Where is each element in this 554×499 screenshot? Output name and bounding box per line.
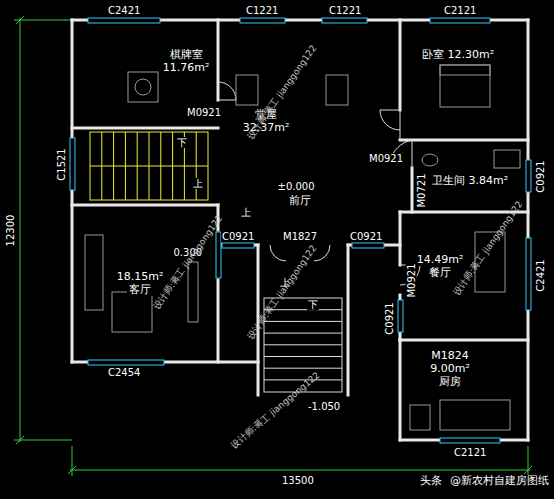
room-label: 11.76m² [161, 61, 212, 74]
window-code: C0921 [349, 231, 383, 242]
room-label: 18.15m² [115, 270, 166, 283]
room-label: 9.00m² [428, 362, 472, 375]
window-code: C0921 [384, 301, 395, 335]
stair-tread [149, 132, 150, 166]
stair-tread [101, 132, 102, 166]
window-code: C1221 [245, 5, 279, 16]
room-label: 卫生间 3.84m² [430, 174, 510, 187]
stair-tread [264, 368, 342, 369]
stair-tread [196, 132, 197, 166]
room: 14.49m²餐厅 [415, 253, 466, 279]
room-label: 前厅 [287, 194, 313, 207]
window-code: C2121 [453, 447, 487, 458]
room-label: 餐厅 [427, 266, 453, 279]
dimension-lines [14, 16, 532, 476]
stair-mark: 下 [307, 299, 319, 310]
stair-tread [172, 132, 173, 166]
window-code: C0921 [221, 231, 255, 242]
room-label: 厨房 [437, 375, 463, 388]
room: 棋牌室11.76m² [161, 48, 212, 74]
stair-tread [184, 166, 185, 200]
stairs [90, 132, 208, 200]
stair-tread [125, 166, 126, 200]
stair-tread [113, 132, 114, 166]
furniture [85, 65, 520, 430]
door-code: M0921 [186, 107, 222, 118]
stair-tread [125, 132, 126, 166]
attribution: @新农村自建房图纸 [449, 475, 550, 486]
doors [218, 82, 420, 285]
door-code: M0921 [368, 153, 404, 164]
stair-mark: 上 [192, 178, 204, 189]
window-code: C1221 [328, 5, 362, 16]
front-stairs [264, 298, 342, 392]
room: 前厅 [287, 194, 313, 207]
stair-tread [160, 166, 161, 200]
room-label: 14.49m² [415, 253, 466, 266]
stair-mark: 上 [240, 207, 252, 218]
room: 卧室 12.30m² [420, 48, 496, 61]
stair-tread [160, 132, 161, 166]
room-label: M1824 [429, 349, 471, 362]
window-code: C2454 [107, 367, 141, 378]
window-code: C1521 [56, 147, 67, 181]
stair-tread [113, 166, 114, 200]
elevation: -1.050 [307, 401, 341, 412]
windows [70, 18, 531, 443]
stair-tread [264, 356, 342, 357]
stair-tread [149, 166, 150, 200]
room-label: 卧室 12.30m² [420, 48, 496, 61]
walls [72, 20, 528, 440]
watermark: 设计师:蒋工 jianggong122 [244, 242, 319, 342]
door-code: M0921 [406, 262, 417, 298]
attribution: 头条 [419, 475, 443, 486]
stair-tread [264, 321, 342, 322]
stair-tread [172, 166, 173, 200]
stair-tread [264, 344, 342, 345]
room: 卫生间 3.84m² [430, 174, 510, 187]
stair-mark: 下 [176, 137, 188, 148]
elevation: ±0.000 [277, 181, 316, 192]
stair-tread [137, 132, 138, 166]
room: M18249.00m²厨房 [428, 349, 472, 388]
window-code: C0921 [535, 159, 546, 193]
stair-tread [264, 333, 342, 334]
room-label: 客厅 [127, 283, 153, 296]
dimension: 13500 [281, 475, 315, 486]
stair-tread [137, 166, 138, 200]
dimension: 12300 [5, 213, 16, 247]
window-code: C2121 [443, 5, 477, 16]
window-code: C2421 [535, 258, 546, 292]
door-code: M0721 [416, 172, 427, 208]
room: 18.15m²客厅 [115, 270, 166, 296]
window-code: C2421 [107, 5, 141, 16]
room-label: 棋牌室 [168, 48, 205, 61]
door-code: M1827 [282, 231, 318, 242]
stair-tread [101, 166, 102, 200]
